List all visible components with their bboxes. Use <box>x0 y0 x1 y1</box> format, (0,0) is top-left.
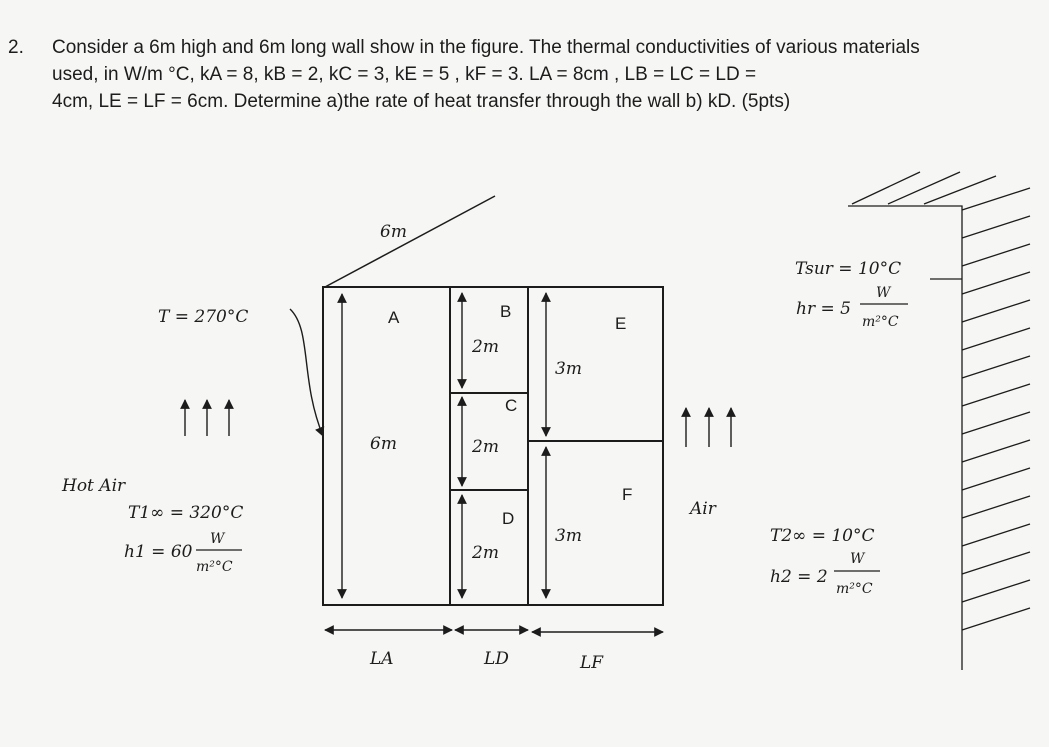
layer-e-label: E <box>615 314 626 333</box>
temperature-pointer <box>289 308 325 437</box>
perspective-line <box>324 195 496 288</box>
f-height-label: 3m <box>555 526 582 546</box>
height-dimension-arrows <box>337 292 551 599</box>
e-height-label: 3m <box>555 359 582 379</box>
problem-line-2: used, in W/m °C, kA = 8, kB = 2, kC = 3,… <box>52 64 757 85</box>
lf-label: LF <box>579 653 604 673</box>
h2-label: h2 = 2 <box>770 567 828 587</box>
hatch-10 <box>961 439 1031 463</box>
top-width-label: 6m <box>380 222 407 242</box>
h2-unit-denominator: m²°C <box>836 581 873 597</box>
layer-a-label: A <box>388 308 400 327</box>
air-label: Air <box>688 499 717 519</box>
surroundings-wall <box>848 171 1031 670</box>
b-height-label: 2m <box>471 337 499 357</box>
layer-f-label: F <box>622 485 632 504</box>
hatch-top-2 <box>887 171 961 205</box>
t2-label: T2∞ = 10°C <box>770 526 875 546</box>
layer-d-label: D <box>502 509 514 528</box>
hatch-11 <box>961 467 1031 491</box>
tsur-label: Tsur = 10°C <box>795 259 901 279</box>
hatch-2 <box>961 215 1031 239</box>
hot-air-label: Hot Air <box>61 476 126 496</box>
problem-number: 2. <box>8 37 24 58</box>
hatch-5 <box>961 299 1031 323</box>
ld-label: LD <box>483 649 509 669</box>
problem-line-1: Consider a 6m high and 6m long wall show… <box>52 37 920 58</box>
hatch-top-3 <box>923 175 997 205</box>
thickness-arrows <box>324 625 664 637</box>
hatch-14 <box>961 551 1031 575</box>
wall-layers <box>322 286 664 606</box>
hr-unit-numerator: W <box>876 285 892 301</box>
hr-label: hr = 5 <box>796 299 851 319</box>
hatch-15 <box>961 579 1031 603</box>
h2-unit-numerator: W <box>850 551 866 567</box>
h1-unit-numerator: W <box>210 531 226 547</box>
d-height-label: 2m <box>471 543 499 563</box>
surface-temperature-label: T = 270°C <box>158 307 248 327</box>
layer-b-label: B <box>500 302 511 321</box>
hatch-8 <box>961 383 1031 407</box>
hatch-3 <box>961 243 1031 267</box>
h1-unit-denominator: m²°C <box>196 559 233 575</box>
h1-label: h1 = 60 <box>124 542 193 562</box>
hatch-13 <box>961 523 1031 547</box>
hatch-7 <box>961 355 1031 379</box>
hatch-1 <box>961 187 1031 211</box>
hatch-9 <box>961 411 1031 435</box>
t1-label: T1∞ = 320°C <box>128 503 243 523</box>
hatch-4 <box>961 271 1031 295</box>
hatch-6 <box>961 327 1031 351</box>
hr-unit-denominator: m²°C <box>862 314 899 330</box>
a-height-label: 6m <box>370 434 397 454</box>
air-flow-arrows <box>681 407 736 447</box>
c-height-label: 2m <box>471 437 499 457</box>
problem-line-3: 4cm, LE = LF = 6cm. Determine a)the rate… <box>52 91 791 112</box>
hatch-12 <box>961 495 1031 519</box>
hatch-top-1 <box>851 171 921 205</box>
layer-c-label: C <box>505 396 517 415</box>
hot-air-flow-arrows <box>180 399 234 436</box>
hatch-16 <box>961 607 1031 631</box>
surroundings-boundary <box>848 205 963 670</box>
wall-outline <box>322 286 664 606</box>
la-label: LA <box>369 649 394 669</box>
